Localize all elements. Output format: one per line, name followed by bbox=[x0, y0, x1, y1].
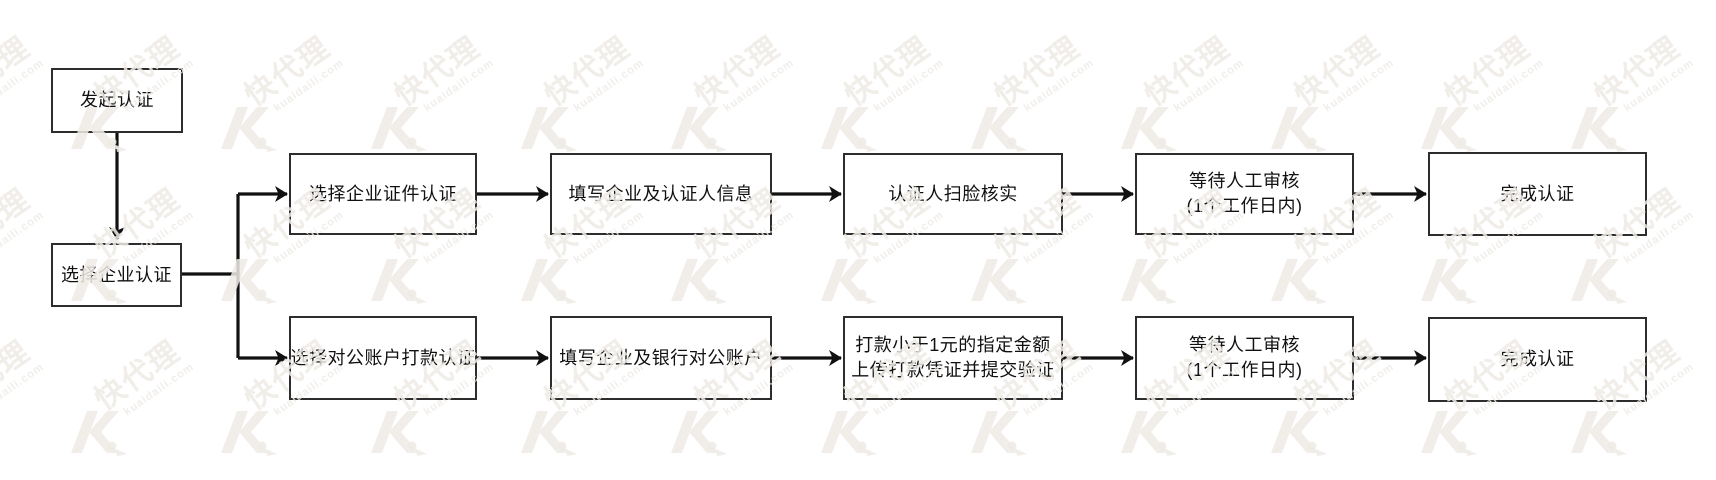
node-complete-auth-b1: 完成认证 bbox=[1428, 152, 1647, 236]
node-label: 选择企业认证 bbox=[61, 264, 172, 285]
node-label: 打款小于1元的指定金额 bbox=[855, 335, 1051, 355]
node-fill-company-bank-account: 填写企业及银行对公账户 bbox=[550, 316, 772, 400]
node-face-scan-verification: 认证人扫脸核实 bbox=[843, 153, 1063, 235]
node-label: 填写企业及认证人信息 bbox=[568, 183, 754, 204]
node-fill-company-certifier-info: 填写企业及认证人信息 bbox=[550, 153, 772, 235]
node-select-enterprise-auth: 选择企业认证 bbox=[51, 243, 182, 307]
node-label: 等待人工审核 bbox=[1189, 171, 1300, 191]
node-select-bank-transfer-auth: 选择对公账户打款认证 bbox=[289, 316, 477, 400]
node-sublabel: (1个工作日内) bbox=[1186, 360, 1303, 380]
node-select-certificate-auth: 选择企业证件认证 bbox=[289, 153, 477, 235]
node-label: 完成认证 bbox=[1500, 183, 1575, 204]
node-label: 认证人扫脸核实 bbox=[888, 183, 1018, 204]
node-sublabel: (1个工作日内) bbox=[1186, 196, 1303, 216]
node-start-auth: 发起认证 bbox=[51, 68, 183, 133]
node-transfer-upload-proof: 打款小于1元的指定金额 上传打款凭证并提交验证 bbox=[843, 316, 1063, 400]
node-label: 选择对公账户打款认证 bbox=[290, 347, 476, 368]
node-label: 填写企业及银行对公账户 bbox=[559, 347, 763, 368]
node-label: 选择企业证件认证 bbox=[309, 183, 457, 204]
node-label: 完成认证 bbox=[1500, 349, 1575, 369]
node-label: 发起认证 bbox=[80, 90, 154, 110]
node-complete-auth-b2: 完成认证 bbox=[1428, 317, 1647, 402]
node-sublabel: 上传打款凭证并提交验证 bbox=[851, 360, 1055, 380]
node-manual-review-b2: 等待人工审核 (1个工作日内) bbox=[1135, 316, 1354, 400]
node-manual-review-b1: 等待人工审核 (1个工作日内) bbox=[1135, 153, 1354, 235]
node-label: 等待人工审核 bbox=[1189, 335, 1300, 355]
